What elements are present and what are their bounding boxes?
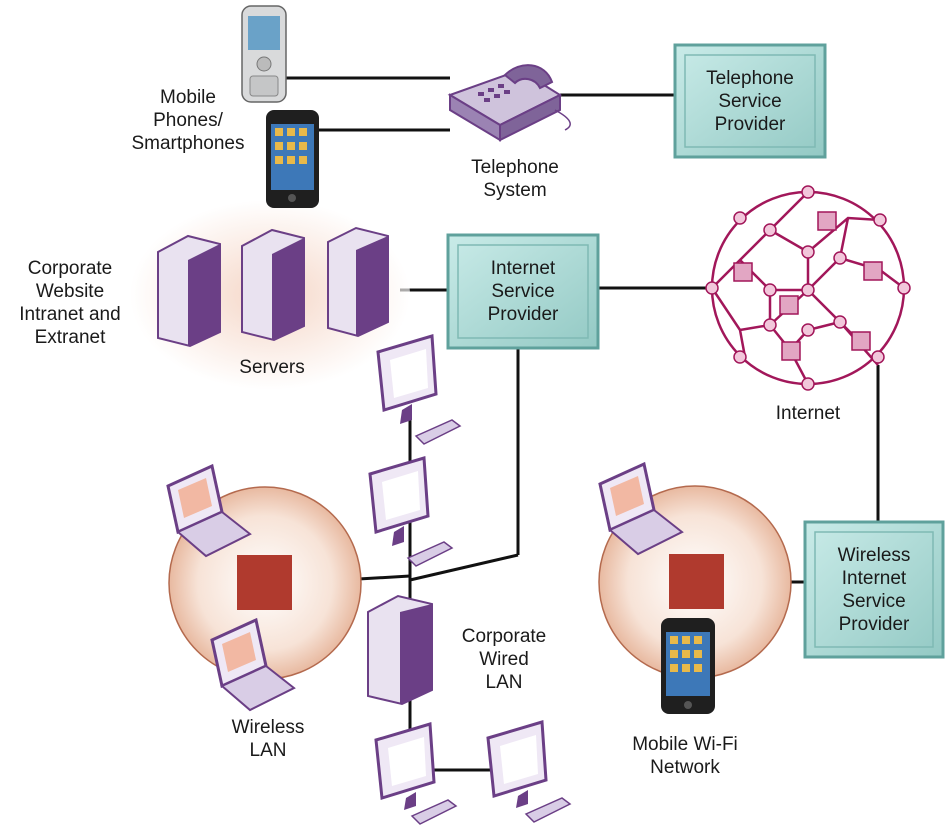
- smartphone-icon: [266, 110, 319, 208]
- mobile-phones-label: Mobile Phones/ Smartphones: [131, 87, 245, 154]
- server-icon: [241, 228, 305, 342]
- desktop-computer-icon: [486, 720, 572, 823]
- desktop-computer-icon: [368, 456, 454, 567]
- telephone-system-label: Telephone System: [471, 157, 559, 201]
- access-point-icon: [237, 555, 292, 610]
- access-point-icon: [669, 554, 724, 609]
- server-icon: [367, 594, 433, 706]
- corporate-website-label: Corporate Website Intranet and Extranet: [19, 258, 121, 348]
- smartphone-icon: [661, 618, 715, 714]
- laptop-icon: [166, 463, 252, 558]
- laptop-icon: [210, 617, 296, 712]
- laptop-icon: [598, 461, 684, 556]
- servers-label: Servers: [239, 357, 305, 378]
- isp-box: [446, 233, 600, 350]
- mobile-wifi-label: Mobile Wi-Fi Network: [632, 734, 738, 778]
- desktop-computer-icon: [376, 334, 462, 445]
- internet-globe-icon: [705, 185, 911, 391]
- telephone-provider-box: [673, 43, 827, 159]
- desk-telephone-icon: [447, 64, 571, 142]
- server-icon: [157, 234, 221, 348]
- feature-phone-icon: [241, 5, 287, 103]
- wireless-isp-box: [803, 520, 945, 659]
- desktop-computer-icon: [374, 722, 458, 825]
- wireless-lan-label: Wireless LAN: [231, 717, 305, 761]
- corporate-wired-lan-label: Corporate Wired LAN: [461, 626, 547, 693]
- internet-label: Internet: [775, 403, 841, 424]
- server-icon: [327, 226, 389, 338]
- wireless-isp-label: Wireless Internet Service Provider: [837, 544, 911, 635]
- telephone-provider-label: Telephone Service Provider: [706, 67, 794, 135]
- isp-label: Internet Service Provider: [487, 258, 559, 325]
